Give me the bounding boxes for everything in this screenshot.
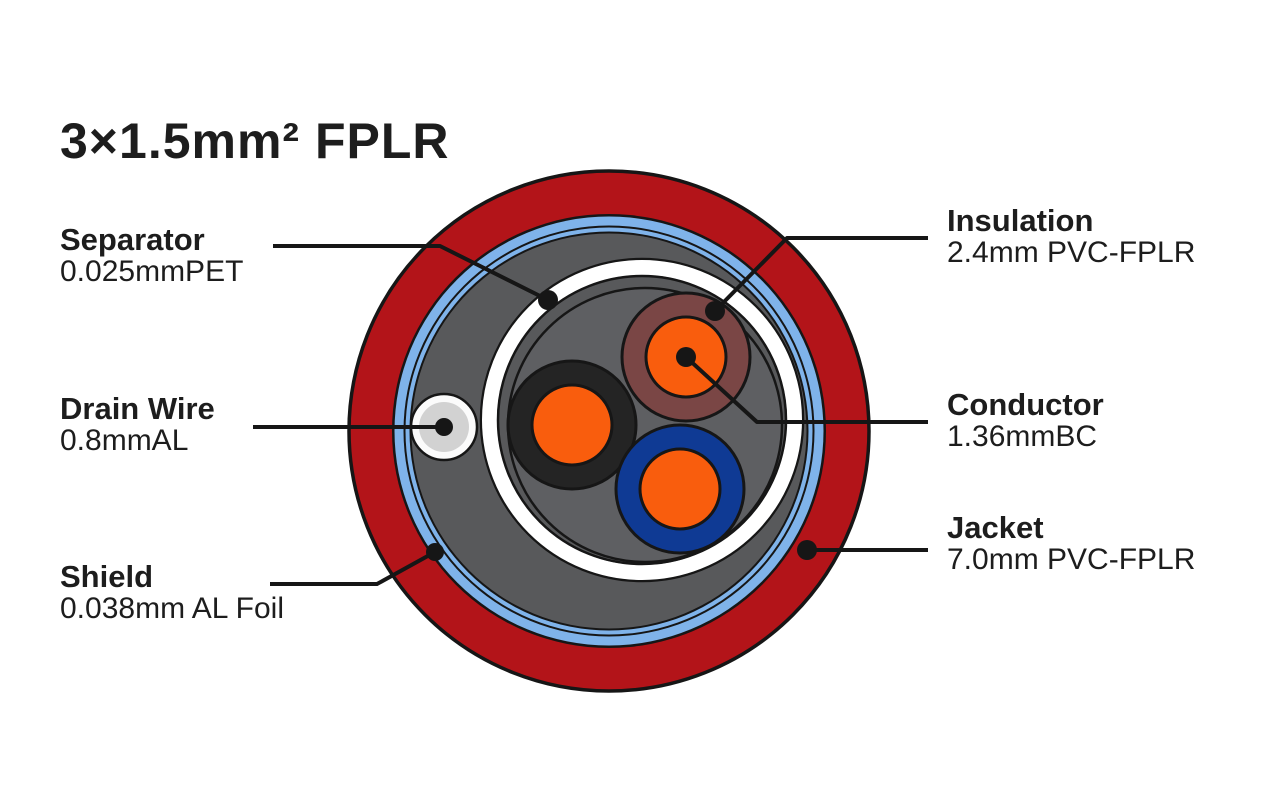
separator-leader-dot <box>538 290 558 310</box>
conductor-leader-dot <box>676 347 696 367</box>
conductor-value: 1.36mmBC <box>947 420 1098 453</box>
jacket-leader-dot <box>797 540 817 560</box>
jacket-callout: Jacket 7.0mm PVC-FPLR <box>947 512 1195 576</box>
shield-leader-dot <box>426 543 444 561</box>
leader-dots <box>426 290 817 561</box>
conductor-callout: Conductor 1.36mmBC <box>947 389 1104 453</box>
drain-wire-callout: Drain Wire 0.8mmAL <box>60 393 215 457</box>
insulation-label: Insulation <box>947 203 1094 238</box>
wire-bundle <box>506 286 784 564</box>
shield-leader-line <box>270 550 436 586</box>
shield-value: 0.038mm AL Foil <box>60 592 284 625</box>
insulation-leader-line <box>713 236 928 313</box>
insulation-value: 2.4mm PVC-FPLR <box>947 236 1196 269</box>
leader-lines <box>253 236 928 586</box>
separator-leader-line <box>273 244 549 302</box>
conductor-label: Conductor <box>947 387 1104 422</box>
shield-callout: Shield 0.038mm AL Foil <box>60 561 284 625</box>
jacket-label: Jacket <box>947 510 1044 545</box>
drain-wire-leader-dot <box>435 418 453 436</box>
separator-label: Separator <box>60 222 205 257</box>
separator-value: 0.025mmPET <box>60 255 244 288</box>
drain-wire-value: 0.8mmAL <box>60 424 189 457</box>
page-title: 3×1.5mm² FPLR <box>60 113 450 169</box>
shield-label: Shield <box>60 559 154 594</box>
insulation-leader-dot <box>705 301 725 321</box>
drain-wire-label: Drain Wire <box>60 391 215 426</box>
jacket-value: 7.0mm PVC-FPLR <box>947 543 1196 576</box>
separator-callout: Separator 0.025mmPET <box>60 224 243 288</box>
insulation-callout: Insulation 2.4mm PVC-FPLR <box>947 205 1195 269</box>
conductor-leader-line <box>684 355 928 424</box>
wire-navy-conductor <box>638 447 722 531</box>
wire-black-conductor <box>530 383 614 467</box>
